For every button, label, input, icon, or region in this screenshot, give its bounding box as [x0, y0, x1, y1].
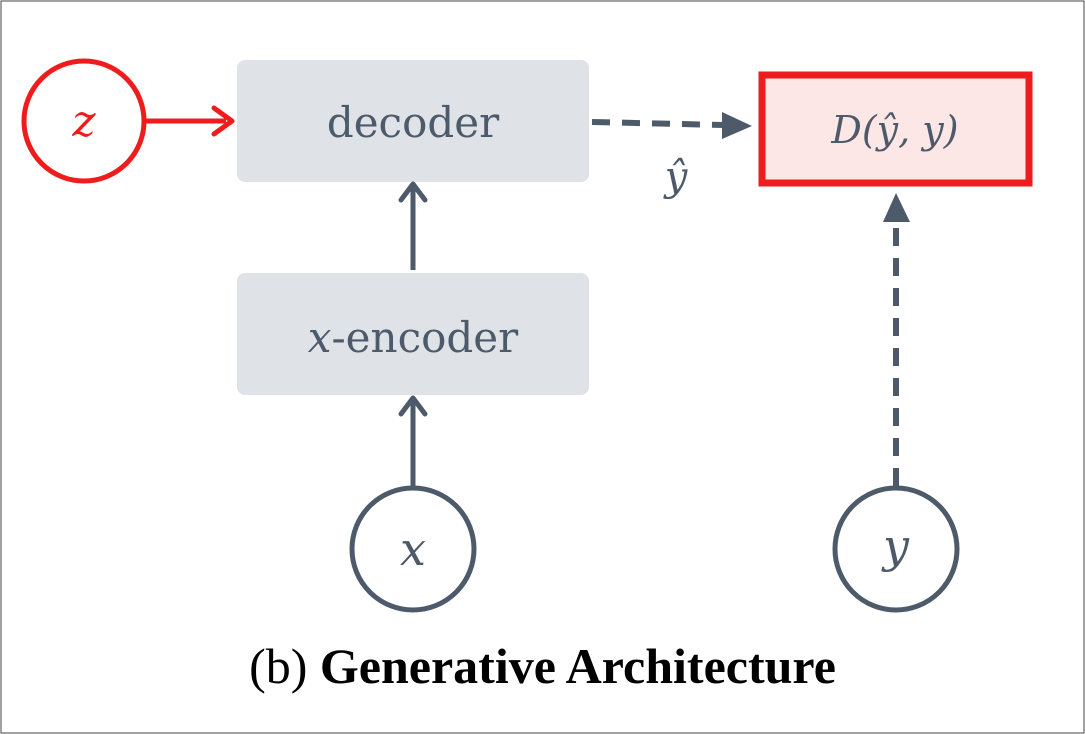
y-hat-label: ŷ	[663, 154, 689, 200]
y-to-loss-arrow-head	[883, 193, 910, 222]
x-encoder-suffix: -encoder	[331, 313, 519, 362]
input-x-node	[349, 485, 477, 613]
caption-prefix: (b)	[249, 638, 308, 694]
decoder-to-loss-arrow-shaft	[591, 119, 725, 128]
z-to-decoder-arrow-head	[211, 105, 235, 137]
encoder-to-decoder-arrow-head	[398, 181, 428, 203]
latent-z-node	[21, 58, 147, 184]
target-y-node	[832, 485, 960, 613]
x-encoder-variable: x	[308, 313, 332, 362]
loss-box	[758, 71, 1033, 187]
figure-caption: (b) Generative Architecture	[0, 636, 1085, 696]
decoder-label: decoder	[327, 98, 500, 147]
loss-label: D(ŷ, y)	[830, 108, 958, 152]
x-encoder-box	[237, 273, 589, 395]
caption-title: Generative Architecture	[319, 638, 836, 694]
latent-z-label: z	[71, 96, 96, 147]
decoder-box	[237, 60, 589, 182]
target-y-label: y	[881, 519, 910, 573]
input-x-label: x	[400, 522, 426, 576]
x-to-encoder-arrow-head	[398, 395, 428, 417]
x-encoder-label: x-encoder	[308, 313, 519, 362]
decoder-to-loss-arrow-head	[722, 112, 752, 139]
